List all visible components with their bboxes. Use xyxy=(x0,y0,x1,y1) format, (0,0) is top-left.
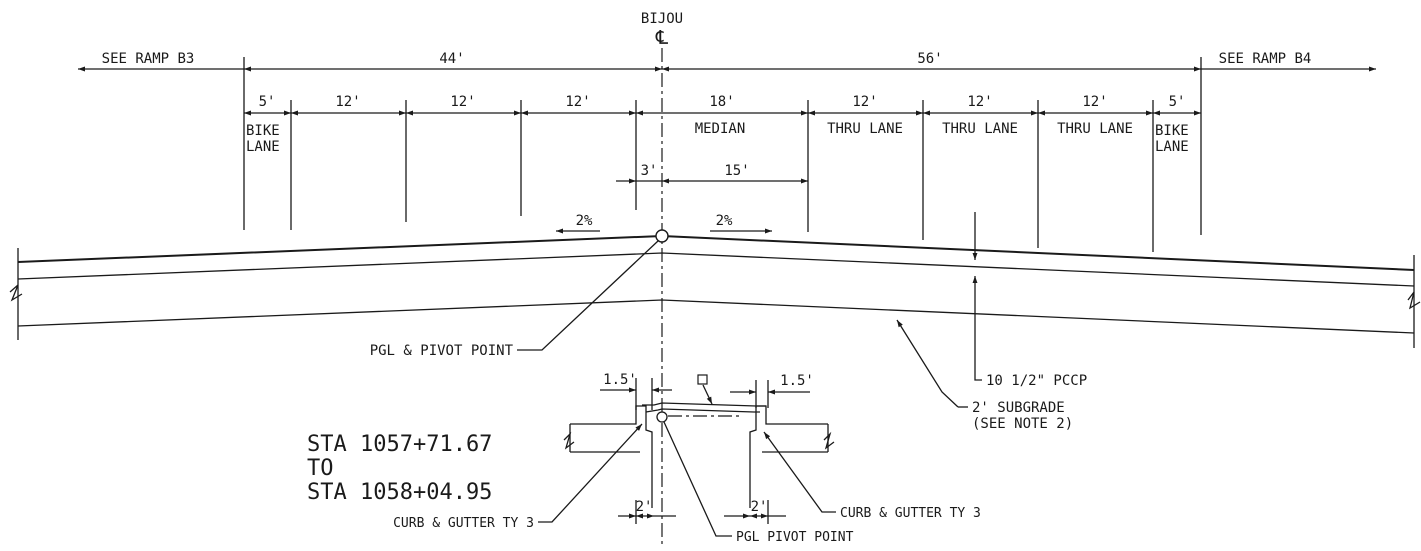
lane-width: 12' xyxy=(565,94,590,110)
see-ramp-b4-label: SEE RAMP B4 xyxy=(1219,51,1312,67)
lane-width: 12' xyxy=(1082,94,1107,110)
curb-detail: 1.5' 1.5' 2' 2' xyxy=(307,372,981,545)
roadway-profile xyxy=(9,229,1421,348)
lane-width: 12' xyxy=(967,94,992,110)
station-to-word: TO xyxy=(307,456,334,481)
subgrade-note: (SEE NOTE 2) xyxy=(972,416,1073,432)
lane-width: 5' xyxy=(1169,94,1186,110)
pivot-point-callout: PGL & PIVOT POINT xyxy=(370,240,659,359)
lane-label: LANE xyxy=(1155,139,1189,155)
median-right-width: 15' xyxy=(724,163,749,179)
left-slope: 2% xyxy=(576,213,593,229)
pavement-thickness-callout: 10 1/2" PCCP xyxy=(972,212,1087,389)
pivot-point-marker xyxy=(655,229,669,243)
subgrade-callout: 2' SUBGRADE (SEE NOTE 2) xyxy=(896,319,1073,432)
left-gutter-width: 2' xyxy=(636,499,653,515)
centerline: BIJOU ℄ xyxy=(641,11,683,548)
pgl-pivot-point-label: PGL PIVOT POINT xyxy=(736,530,854,545)
right-overall-width: 56' xyxy=(917,51,942,67)
left-curb-label: CURB & GUTTER TY 3 xyxy=(393,516,534,531)
lane-width: 18' xyxy=(709,94,734,110)
lane-label: BIKE xyxy=(1155,123,1189,139)
lane-width: 12' xyxy=(335,94,360,110)
right-offset: 1.5' xyxy=(780,373,814,389)
lane-label: THRU LANE xyxy=(827,121,903,137)
detail-reference-square xyxy=(697,374,708,385)
pavement-thickness-label: 10 1/2" PCCP xyxy=(986,373,1087,389)
lane-dimension-row: 5' 12' 12' 12' 18' 12' 12' 12' 5' BIKE L… xyxy=(244,94,1201,252)
pivot-point-label: PGL & PIVOT POINT xyxy=(370,343,514,359)
cross-slopes: 2% 2% xyxy=(556,213,772,234)
lane-width: 12' xyxy=(852,94,877,110)
median-split-dimension: 3' 15' xyxy=(616,163,808,184)
station-from: STA 1057+71.67 xyxy=(307,432,492,457)
lane-label: BIKE xyxy=(246,123,280,139)
centerline-name: BIJOU xyxy=(641,11,683,27)
lane-label: THRU LANE xyxy=(942,121,1018,137)
see-ramp-b3-label: SEE RAMP B3 xyxy=(102,51,195,67)
left-offset: 1.5' xyxy=(603,372,637,388)
right-curb-label: CURB & GUTTER TY 3 xyxy=(840,506,981,521)
detail-pivot-marker xyxy=(656,411,668,423)
lane-width: 12' xyxy=(450,94,475,110)
lane-label: LANE xyxy=(246,139,280,155)
lane-label: MEDIAN xyxy=(695,121,746,137)
median-left-width: 3' xyxy=(641,163,658,179)
lane-width: 5' xyxy=(259,94,276,110)
subgrade-label: 2' SUBGRADE xyxy=(972,400,1065,416)
overall-dimension-row: SEE RAMP B3 44' 56' SEE RAMP B4 xyxy=(78,51,1376,235)
lane-label: THRU LANE xyxy=(1057,121,1133,137)
station-to: STA 1058+04.95 xyxy=(307,480,492,505)
right-slope: 2% xyxy=(716,213,733,229)
right-gutter-width: 2' xyxy=(751,499,768,515)
centerline-symbol: ℄ xyxy=(655,27,669,49)
left-overall-width: 44' xyxy=(439,51,464,67)
